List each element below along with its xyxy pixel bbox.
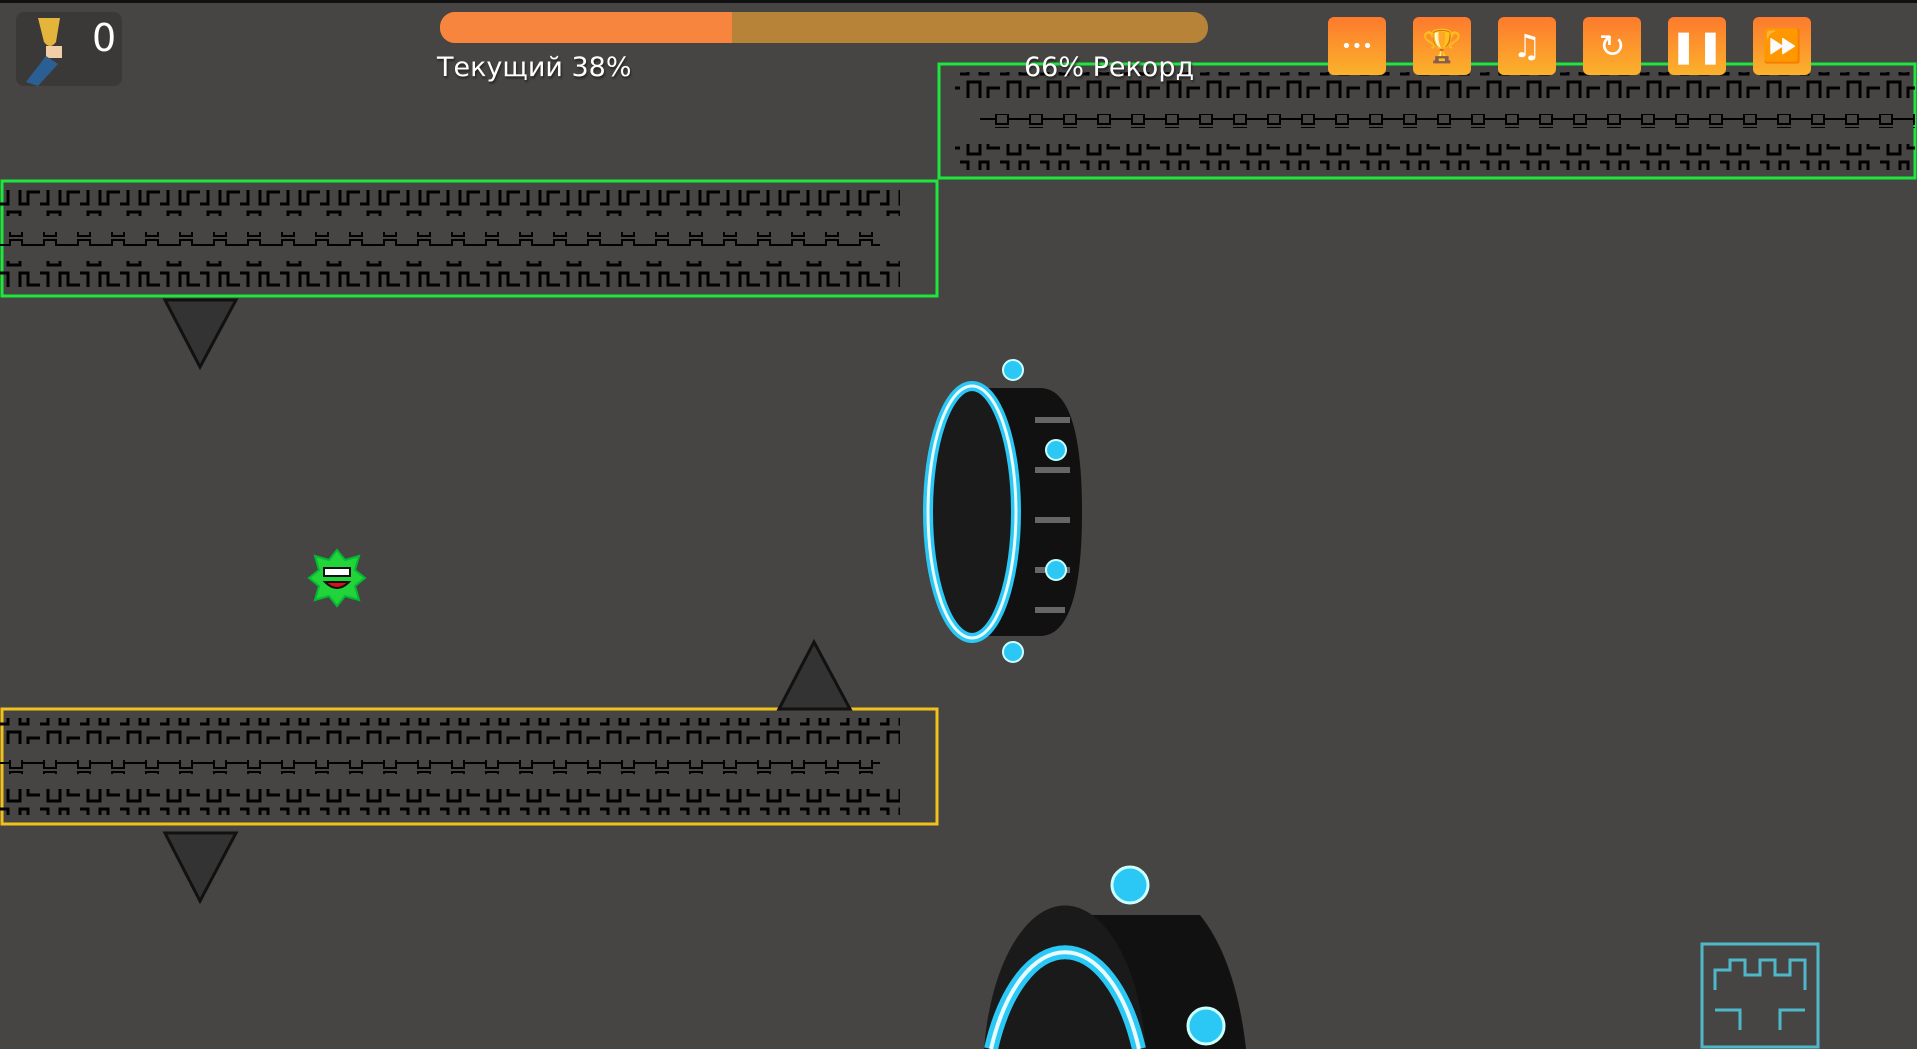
progress-fill: [440, 12, 732, 43]
dots-icon: •••: [1341, 35, 1373, 57]
top-edge: [0, 0, 1917, 3]
spike-down: [162, 298, 239, 371]
music-note-icon: ♫: [1512, 27, 1542, 65]
cyan-deco-block: [1700, 942, 1820, 1049]
player-cube: [307, 548, 367, 608]
green-block-left: [0, 179, 939, 298]
fast-forward-icon: ⏩: [1762, 27, 1802, 65]
spike-up: [776, 638, 853, 711]
yellow-block: [0, 707, 939, 826]
current-progress-label: Текущий 38%: [437, 52, 632, 83]
spike-down: [162, 831, 239, 905]
pause-button[interactable]: ❚❚: [1668, 17, 1726, 75]
more-button[interactable]: •••: [1328, 17, 1386, 75]
record-label: 66% Рекорд: [1024, 52, 1195, 83]
fast-forward-button[interactable]: ⏩: [1753, 17, 1811, 75]
green-block-top: [937, 62, 1917, 180]
trophy-score-panel: [16, 12, 122, 86]
restart-icon: ↻: [1598, 27, 1626, 65]
trophy-icon: 🏆: [1422, 27, 1462, 65]
score-value: 0: [92, 16, 117, 60]
music-button[interactable]: ♫: [1498, 17, 1556, 75]
restart-button[interactable]: ↻: [1583, 17, 1641, 75]
gravity-portal-bottom: [984, 865, 1246, 1049]
trophy-hand-icon: [26, 18, 62, 86]
level-progress-bar: [440, 12, 1208, 43]
gravity-portal: [923, 359, 1082, 663]
pause-icon: ❚❚: [1670, 27, 1724, 65]
achievements-button[interactable]: 🏆: [1413, 17, 1471, 75]
